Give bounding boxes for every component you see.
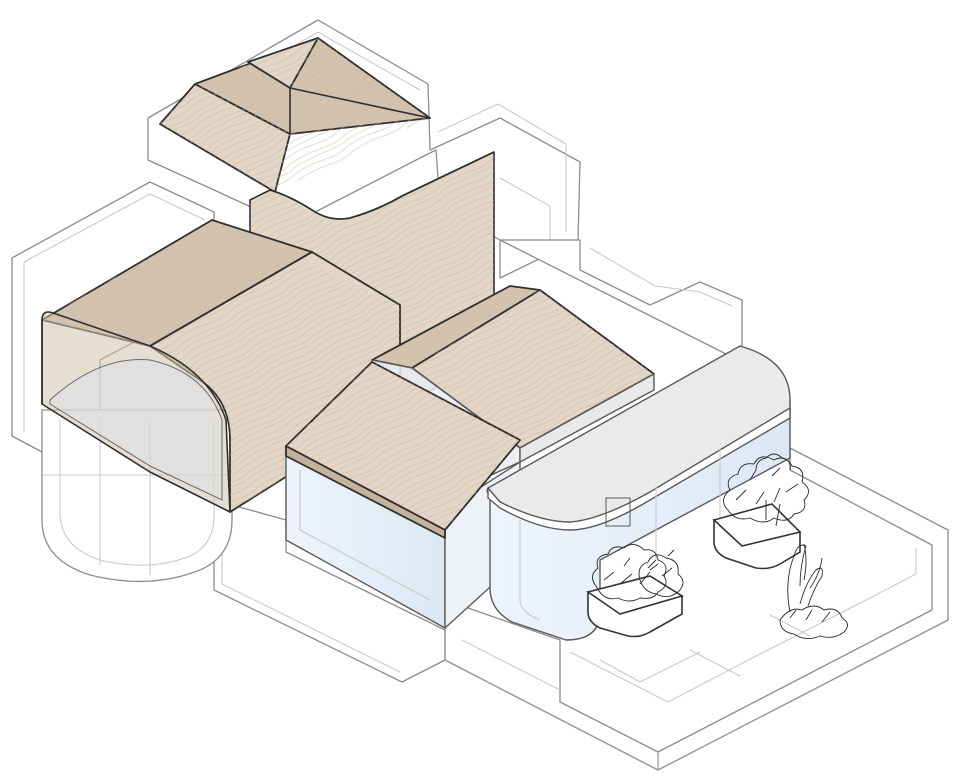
planter-right-tree (723, 453, 809, 527)
barrel-interior (49, 359, 223, 501)
rear-gable-roof (159, 37, 431, 193)
terrace-front-edge (444, 619, 949, 771)
tall-plant (779, 543, 848, 639)
planter-right (712, 453, 809, 570)
pavilion-window (605, 497, 631, 527)
front-right-roof-fascia (519, 373, 655, 463)
front-left-roof-edge (285, 445, 446, 539)
pavilion-roof-fascia (487, 407, 791, 531)
planter-left (586, 544, 684, 638)
glass-pavilion (486, 345, 791, 641)
planter-left-shrub (592, 544, 684, 602)
planter-left-top (586, 575, 684, 615)
